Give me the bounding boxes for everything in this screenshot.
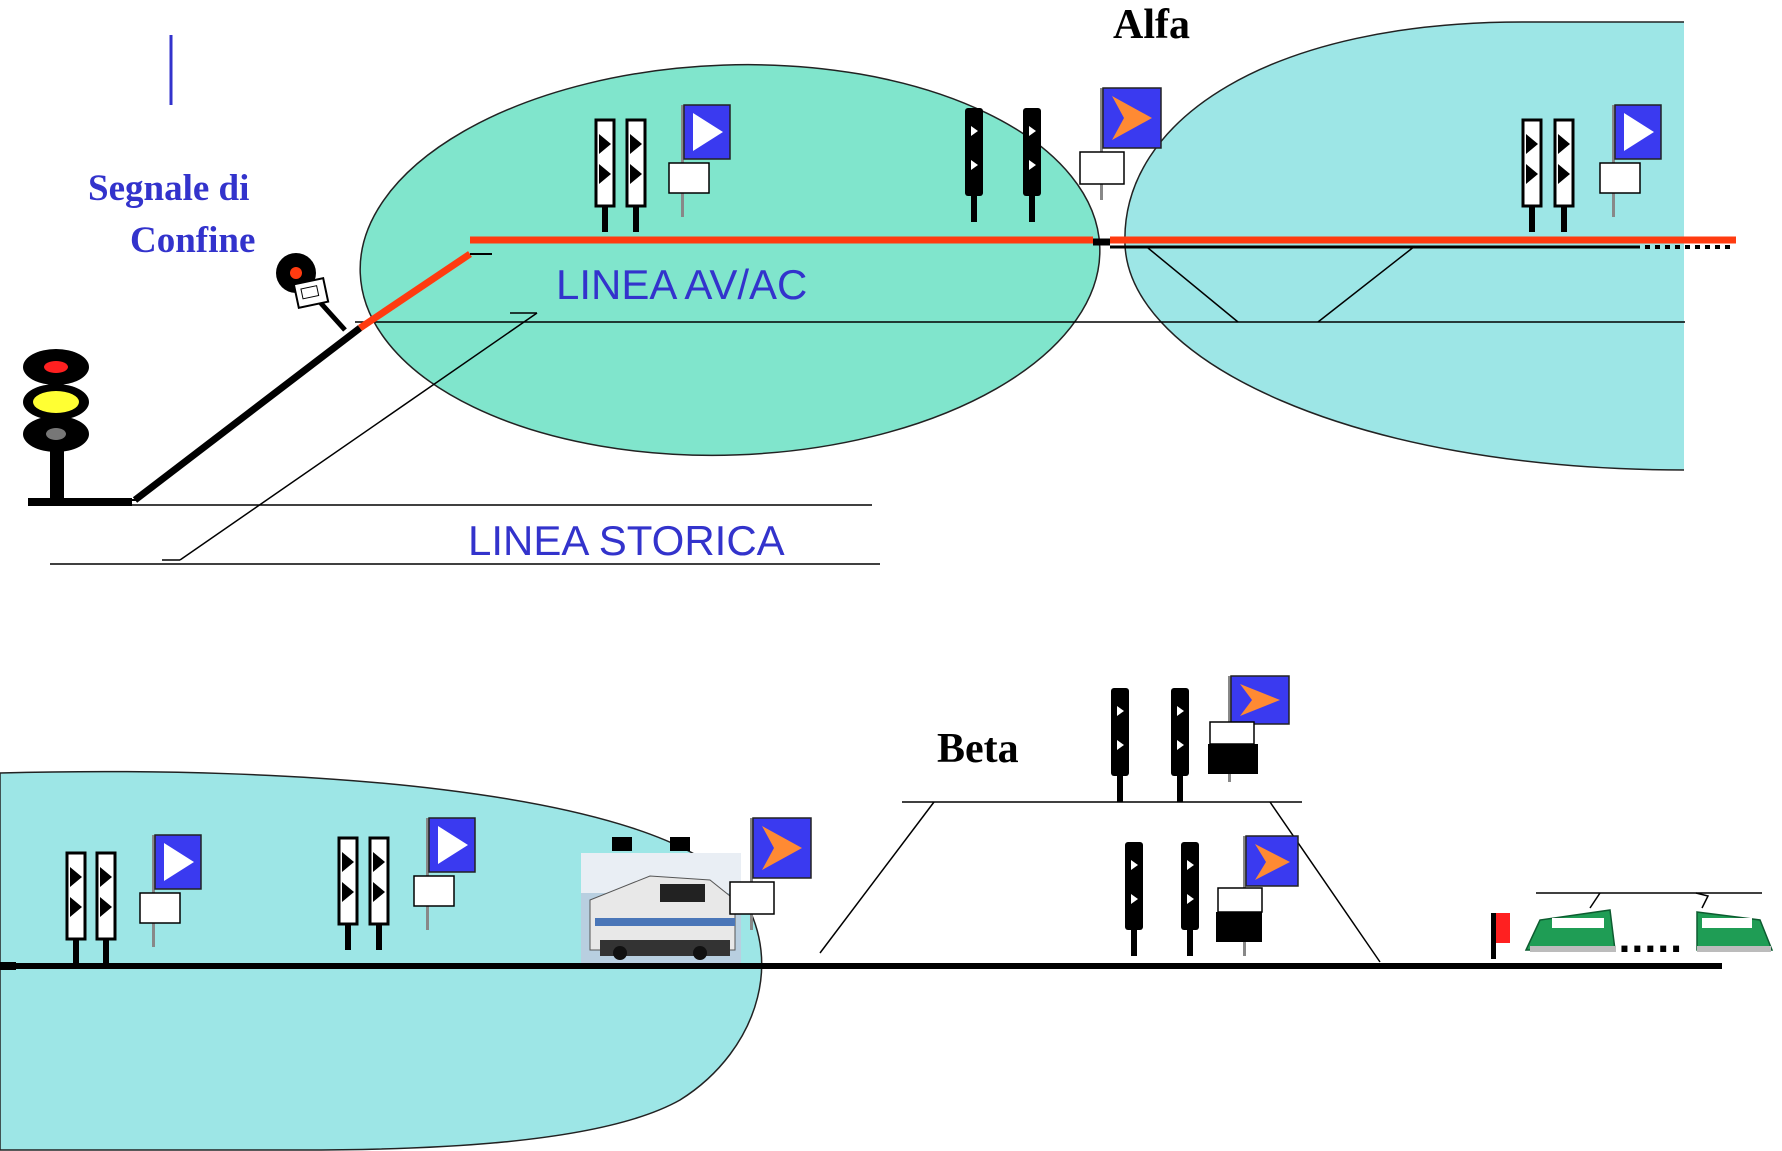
marker-board-icon — [1216, 835, 1299, 956]
train-gap-dots: ..... — [1618, 921, 1683, 961]
pantograph — [1589, 892, 1601, 909]
signal-post — [1125, 842, 1143, 956]
label-alfa: Alfa — [1113, 2, 1190, 48]
high-speed-train-icon — [1696, 911, 1774, 952]
label-linea-storica: LINEA STORICA — [468, 517, 785, 564]
label-border-signal-1: Segnale di — [88, 168, 249, 209]
switch-line-1 — [1147, 247, 1239, 323]
zone-ellipse-green — [359, 63, 1101, 457]
access-ramp-black — [132, 325, 363, 503]
label-beta: Beta — [937, 726, 1019, 772]
label-linea-avac: LINEA AV/AC — [556, 261, 807, 308]
track-end — [0, 962, 16, 970]
signal-post — [1171, 688, 1189, 802]
beta-siding-right — [1269, 801, 1381, 963]
label-border-signal-2: Confine — [130, 220, 255, 261]
pantograph — [1695, 892, 1710, 909]
connector-line — [179, 312, 538, 561]
red-flag-icon — [1491, 913, 1510, 959]
switch-line-2 — [1317, 245, 1416, 323]
signal-post — [1111, 688, 1129, 802]
high-speed-train-icon — [1524, 909, 1616, 952]
locomotive-photo-icon — [581, 837, 741, 963]
marker-board-icon — [1208, 675, 1290, 782]
border-sign-icon — [276, 253, 347, 332]
access-ramp-red — [358, 251, 472, 331]
marker-board-icon — [729, 817, 812, 931]
three-aspect-signal-icon — [23, 349, 132, 506]
beta-siding-left — [819, 801, 935, 954]
signal-post — [1181, 842, 1199, 956]
